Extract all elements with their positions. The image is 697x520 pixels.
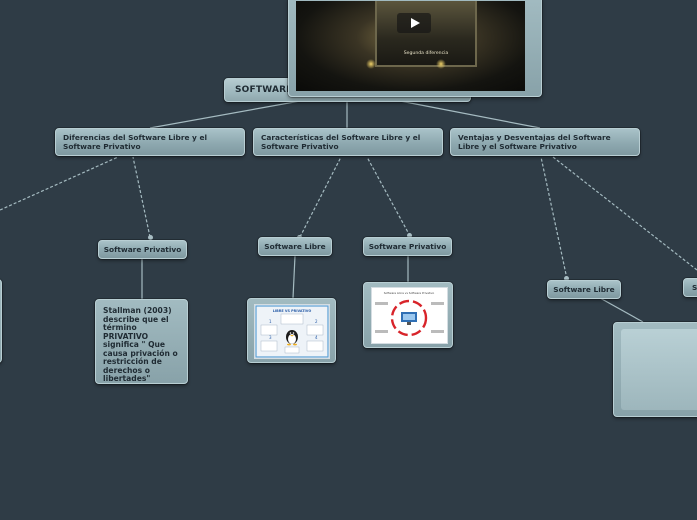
topic-label: Ventajas y Desventajas del Software Libr… [458,133,611,151]
svg-text:2: 2 [315,319,318,324]
clipped-image-card[interactable] [613,322,697,417]
note-card[interactable]: Stallman (2003) describe que el término … [95,299,188,384]
subtopic-label: Software Privativo [103,245,182,254]
connector-line [149,100,301,129]
image-thumbnail: Software Libre vs Software Privativo [371,287,448,344]
connector-endpoint [407,233,412,238]
svg-text:1: 1 [269,319,272,324]
dashed-connector [552,156,697,271]
topic-differences[interactable]: Diferencias del Software Libre y el Soft… [55,128,245,156]
note-text: Stallman (2003) describe que el término … [103,306,178,383]
connector-endpoint [564,276,569,281]
subtopic-software-libre[interactable]: Software Libre [547,280,621,299]
subtopic-label: Software Privativo [368,242,447,251]
subtopic-clipped[interactable]: S [683,278,697,297]
cycle-diagram-image: Software Libre vs Software Privativo [372,288,447,343]
video-caption: Segunda diferencia [403,51,449,56]
dashed-connector [132,156,151,238]
image-card[interactable]: LIBRE VS PRIVATIVO 1 2 3 4 [247,298,336,363]
card-inner-panel [621,329,697,410]
light-glow [436,59,446,69]
thumbnail-title: Software Libre vs Software Privativo [384,291,435,295]
subtopic-software-privativo[interactable]: Software Privativo [363,237,452,256]
light-glow [366,59,376,69]
topic-characteristics[interactable]: Características del Software Libre y el … [253,128,443,156]
image-thumbnail: LIBRE VS PRIVATIVO 1 2 3 4 [254,304,330,359]
subtopic-label: Software Libre [553,285,615,294]
svg-text:4: 4 [315,335,318,340]
dashed-connector [0,156,119,211]
subtopic-label: Software Libre [264,242,326,251]
dashed-connector [366,156,411,237]
connector-line [399,100,541,129]
dashed-connector [540,156,568,280]
connector-endpoint [148,235,153,240]
play-icon [410,18,420,28]
topic-label: Características del Software Libre y el … [261,133,421,151]
subtopic-label: S [692,283,697,292]
dashed-connector [299,156,342,238]
image-card[interactable]: Software Libre vs Software Privativo [363,282,453,348]
video-still-frame [375,1,477,67]
connector-line [292,255,296,299]
thumbnail-title: LIBRE VS PRIVATIVO [273,309,312,313]
subtopic-software-privativo[interactable]: Software Privativo [98,240,187,259]
svg-text:3: 3 [269,335,272,340]
topic-pros-cons[interactable]: Ventajas y Desventajas del Software Libr… [450,128,640,156]
video-attachment[interactable]: Segunda diferencia [288,0,542,97]
comparison-infographic-image: LIBRE VS PRIVATIVO 1 2 3 4 [255,305,329,358]
clipped-card[interactable] [0,279,2,363]
video-player[interactable]: Segunda diferencia [296,1,525,91]
subtopic-software-libre[interactable]: Software Libre [258,237,332,256]
play-button[interactable] [397,13,431,33]
connector-line [599,297,644,323]
topic-label: Diferencias del Software Libre y el Soft… [63,133,207,151]
